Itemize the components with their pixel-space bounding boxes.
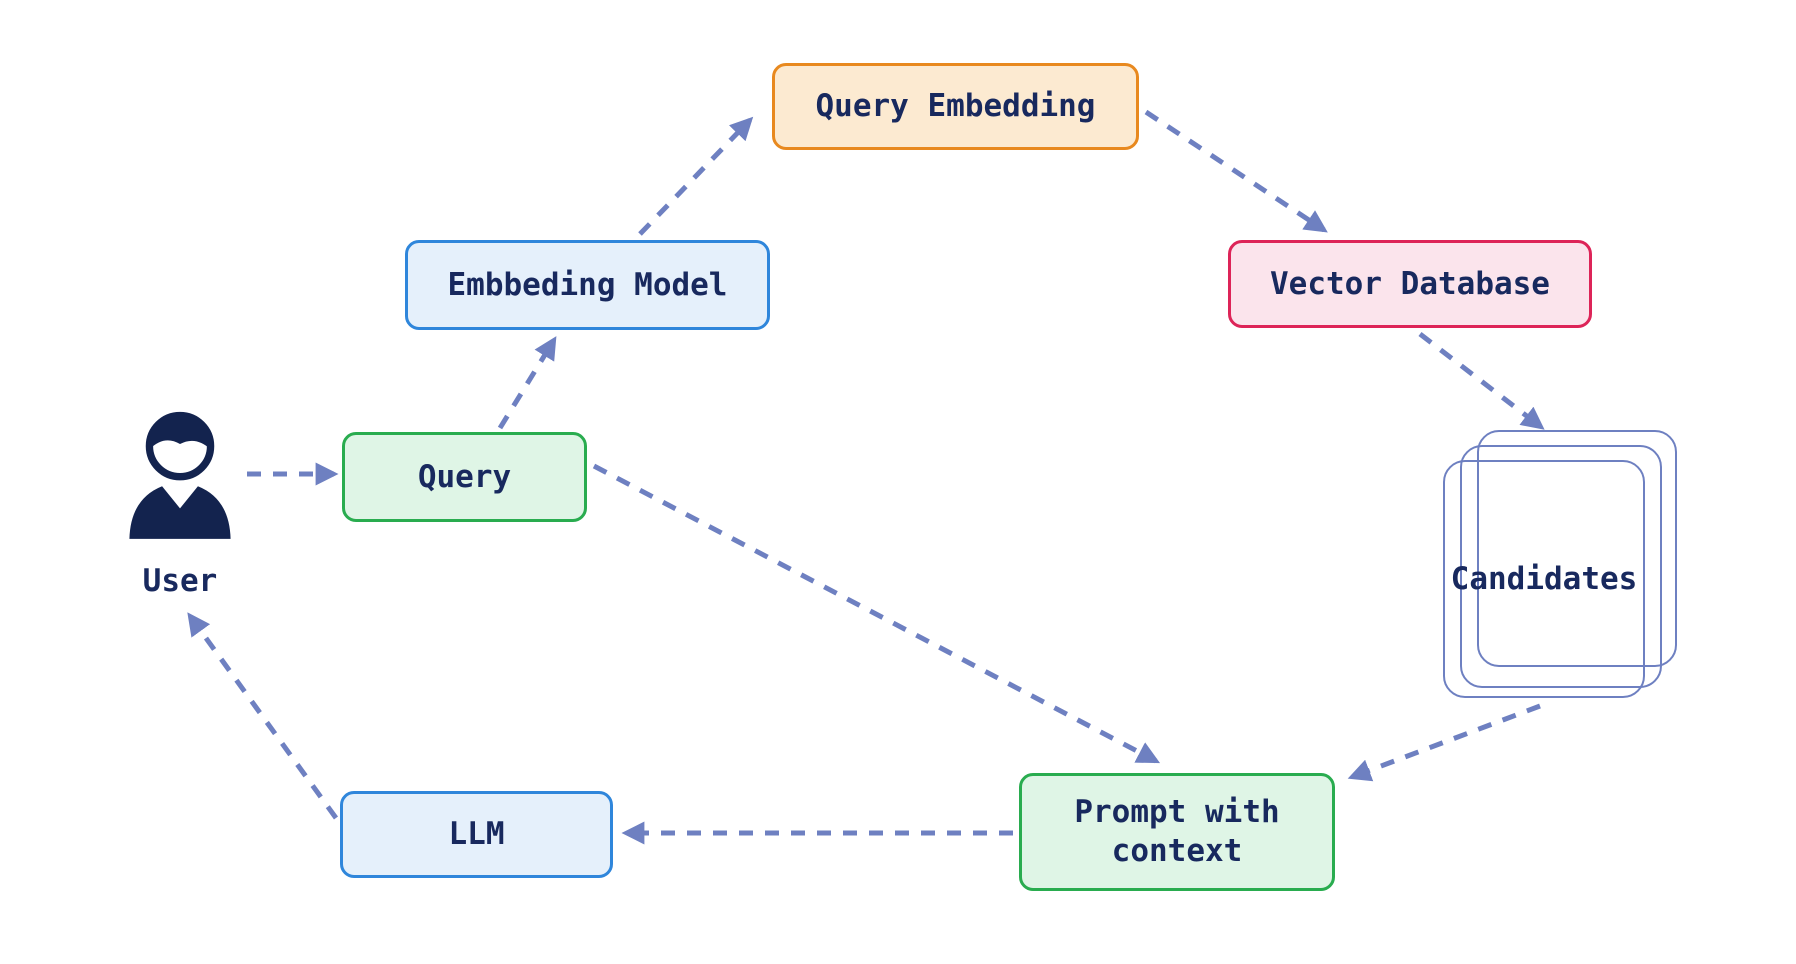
candidate-card-back [1477, 430, 1677, 667]
query-embedding-label: Query Embedding [815, 88, 1096, 125]
node-query-embedding[interactable]: Query Embedding [772, 63, 1139, 150]
candidate-card-front [1443, 460, 1645, 698]
query-embedding-to-vector-database-arrow [1144, 109, 1328, 233]
node-embbeding-model[interactable]: Embbeding Model [405, 240, 770, 330]
query-to-embbeding-model-arrow [497, 336, 557, 430]
llm-to-user-arrow [187, 612, 339, 820]
embbeding-model-label: Embbeding Model [447, 266, 728, 303]
query-to-prompt-with-context-arrow [592, 463, 1161, 764]
llm-label: LLM [448, 816, 505, 853]
query-label: Query [417, 458, 512, 495]
user-label: User [142, 563, 218, 599]
candidates-label: Candidates [1450, 561, 1638, 597]
vector-database-label: Vector Database [1270, 265, 1550, 302]
embbeding-model-to-query-embedding-arrow [638, 116, 754, 236]
prompt-with-context-label: Prompt with context [1074, 794, 1280, 869]
vector-database-to-candidates-arrow [1418, 332, 1545, 430]
candidates-to-prompt-with-context-arrow [1347, 703, 1541, 782]
node-prompt-with-context[interactable]: Prompt with context [1019, 773, 1335, 891]
user-icon [129, 411, 231, 539]
node-candidates[interactable]: Candidates [1443, 430, 1677, 698]
node-llm[interactable]: LLM [340, 791, 613, 878]
node-user[interactable]: User [122, 404, 238, 599]
node-vector-database[interactable]: Vector Database [1228, 240, 1592, 328]
node-query[interactable]: Query [342, 432, 587, 522]
candidate-card-middle [1460, 445, 1662, 688]
